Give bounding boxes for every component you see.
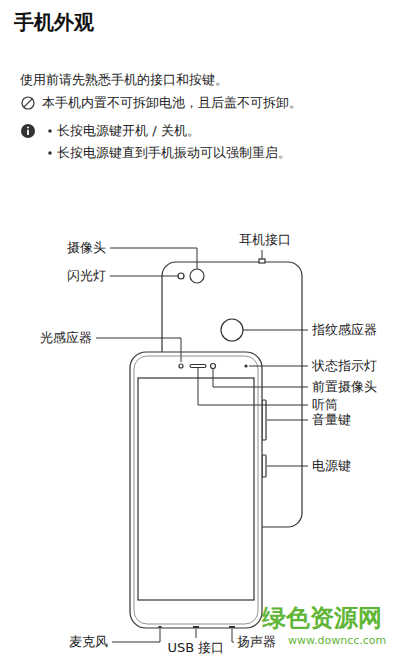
phone-front — [130, 352, 262, 628]
headphone-jack — [259, 259, 265, 263]
speaker — [229, 626, 235, 628]
front-camera — [211, 364, 216, 369]
tip-text: 长按电源键开机 / 关机。 — [57, 123, 200, 139]
leader-line — [96, 338, 181, 362]
watermark: www.downcc.com — [288, 634, 386, 647]
leader-line — [110, 276, 178, 277]
bullet — [48, 151, 52, 155]
part-label: 麦克风 — [69, 634, 108, 650]
volume-key — [262, 400, 266, 440]
flash — [178, 273, 184, 279]
screen — [138, 378, 254, 600]
leader-line — [232, 629, 234, 642]
part-label: USB 接口 — [168, 640, 225, 656]
rear-camera — [190, 269, 204, 283]
leader-line — [262, 250, 263, 259]
light-sensor — [179, 364, 183, 368]
part-label: 扬声器 — [237, 634, 276, 650]
part-label: 前置摄像头 — [312, 379, 377, 395]
earpiece — [190, 365, 206, 368]
part-label: 状态指示灯 — [312, 358, 377, 374]
page-title: 手机外观 — [14, 10, 94, 34]
part-label: 听筒 — [312, 397, 338, 413]
part-label: 光感应器 — [40, 330, 92, 346]
leader-line — [249, 366, 308, 367]
power-key — [262, 455, 266, 477]
watermark: 绿色资源网 — [262, 604, 382, 633]
intro-text: 使用前请先熟悉手机的接口和按键。 — [20, 72, 228, 88]
part-label: 耳机接口 — [239, 232, 291, 248]
prohibit-icon — [24, 99, 32, 107]
part-label: 音量键 — [312, 412, 351, 428]
info-icon — [27, 130, 29, 135]
notice-text: 本手机内置不可拆卸电池，且后盖不可拆卸。 — [42, 95, 302, 111]
leader-line — [267, 420, 308, 421]
microphone — [159, 626, 162, 628]
leader-line — [112, 629, 160, 642]
part-label: 闪光灯 — [67, 268, 106, 284]
info-icon — [21, 124, 35, 138]
info-icon — [27, 127, 29, 129]
bullet — [48, 129, 52, 133]
leader-line — [243, 330, 308, 331]
fingerprint-sensor — [221, 319, 243, 341]
part-label: 摄像头 — [67, 240, 106, 256]
phone-bezel — [134, 356, 258, 624]
part-label: 指纹感应器 — [312, 322, 377, 338]
usb-port — [193, 626, 199, 628]
part-label: 电源键 — [312, 458, 351, 474]
prohibit-icon — [22, 97, 34, 109]
tip-text: 长按电源键直到手机振动可以强制重启。 — [57, 145, 291, 161]
status-light — [244, 364, 247, 367]
leader-line — [213, 369, 308, 387]
leader-line — [267, 466, 308, 467]
leader-line — [110, 248, 197, 269]
leader-line — [196, 629, 197, 638]
leader-line — [198, 368, 308, 405]
